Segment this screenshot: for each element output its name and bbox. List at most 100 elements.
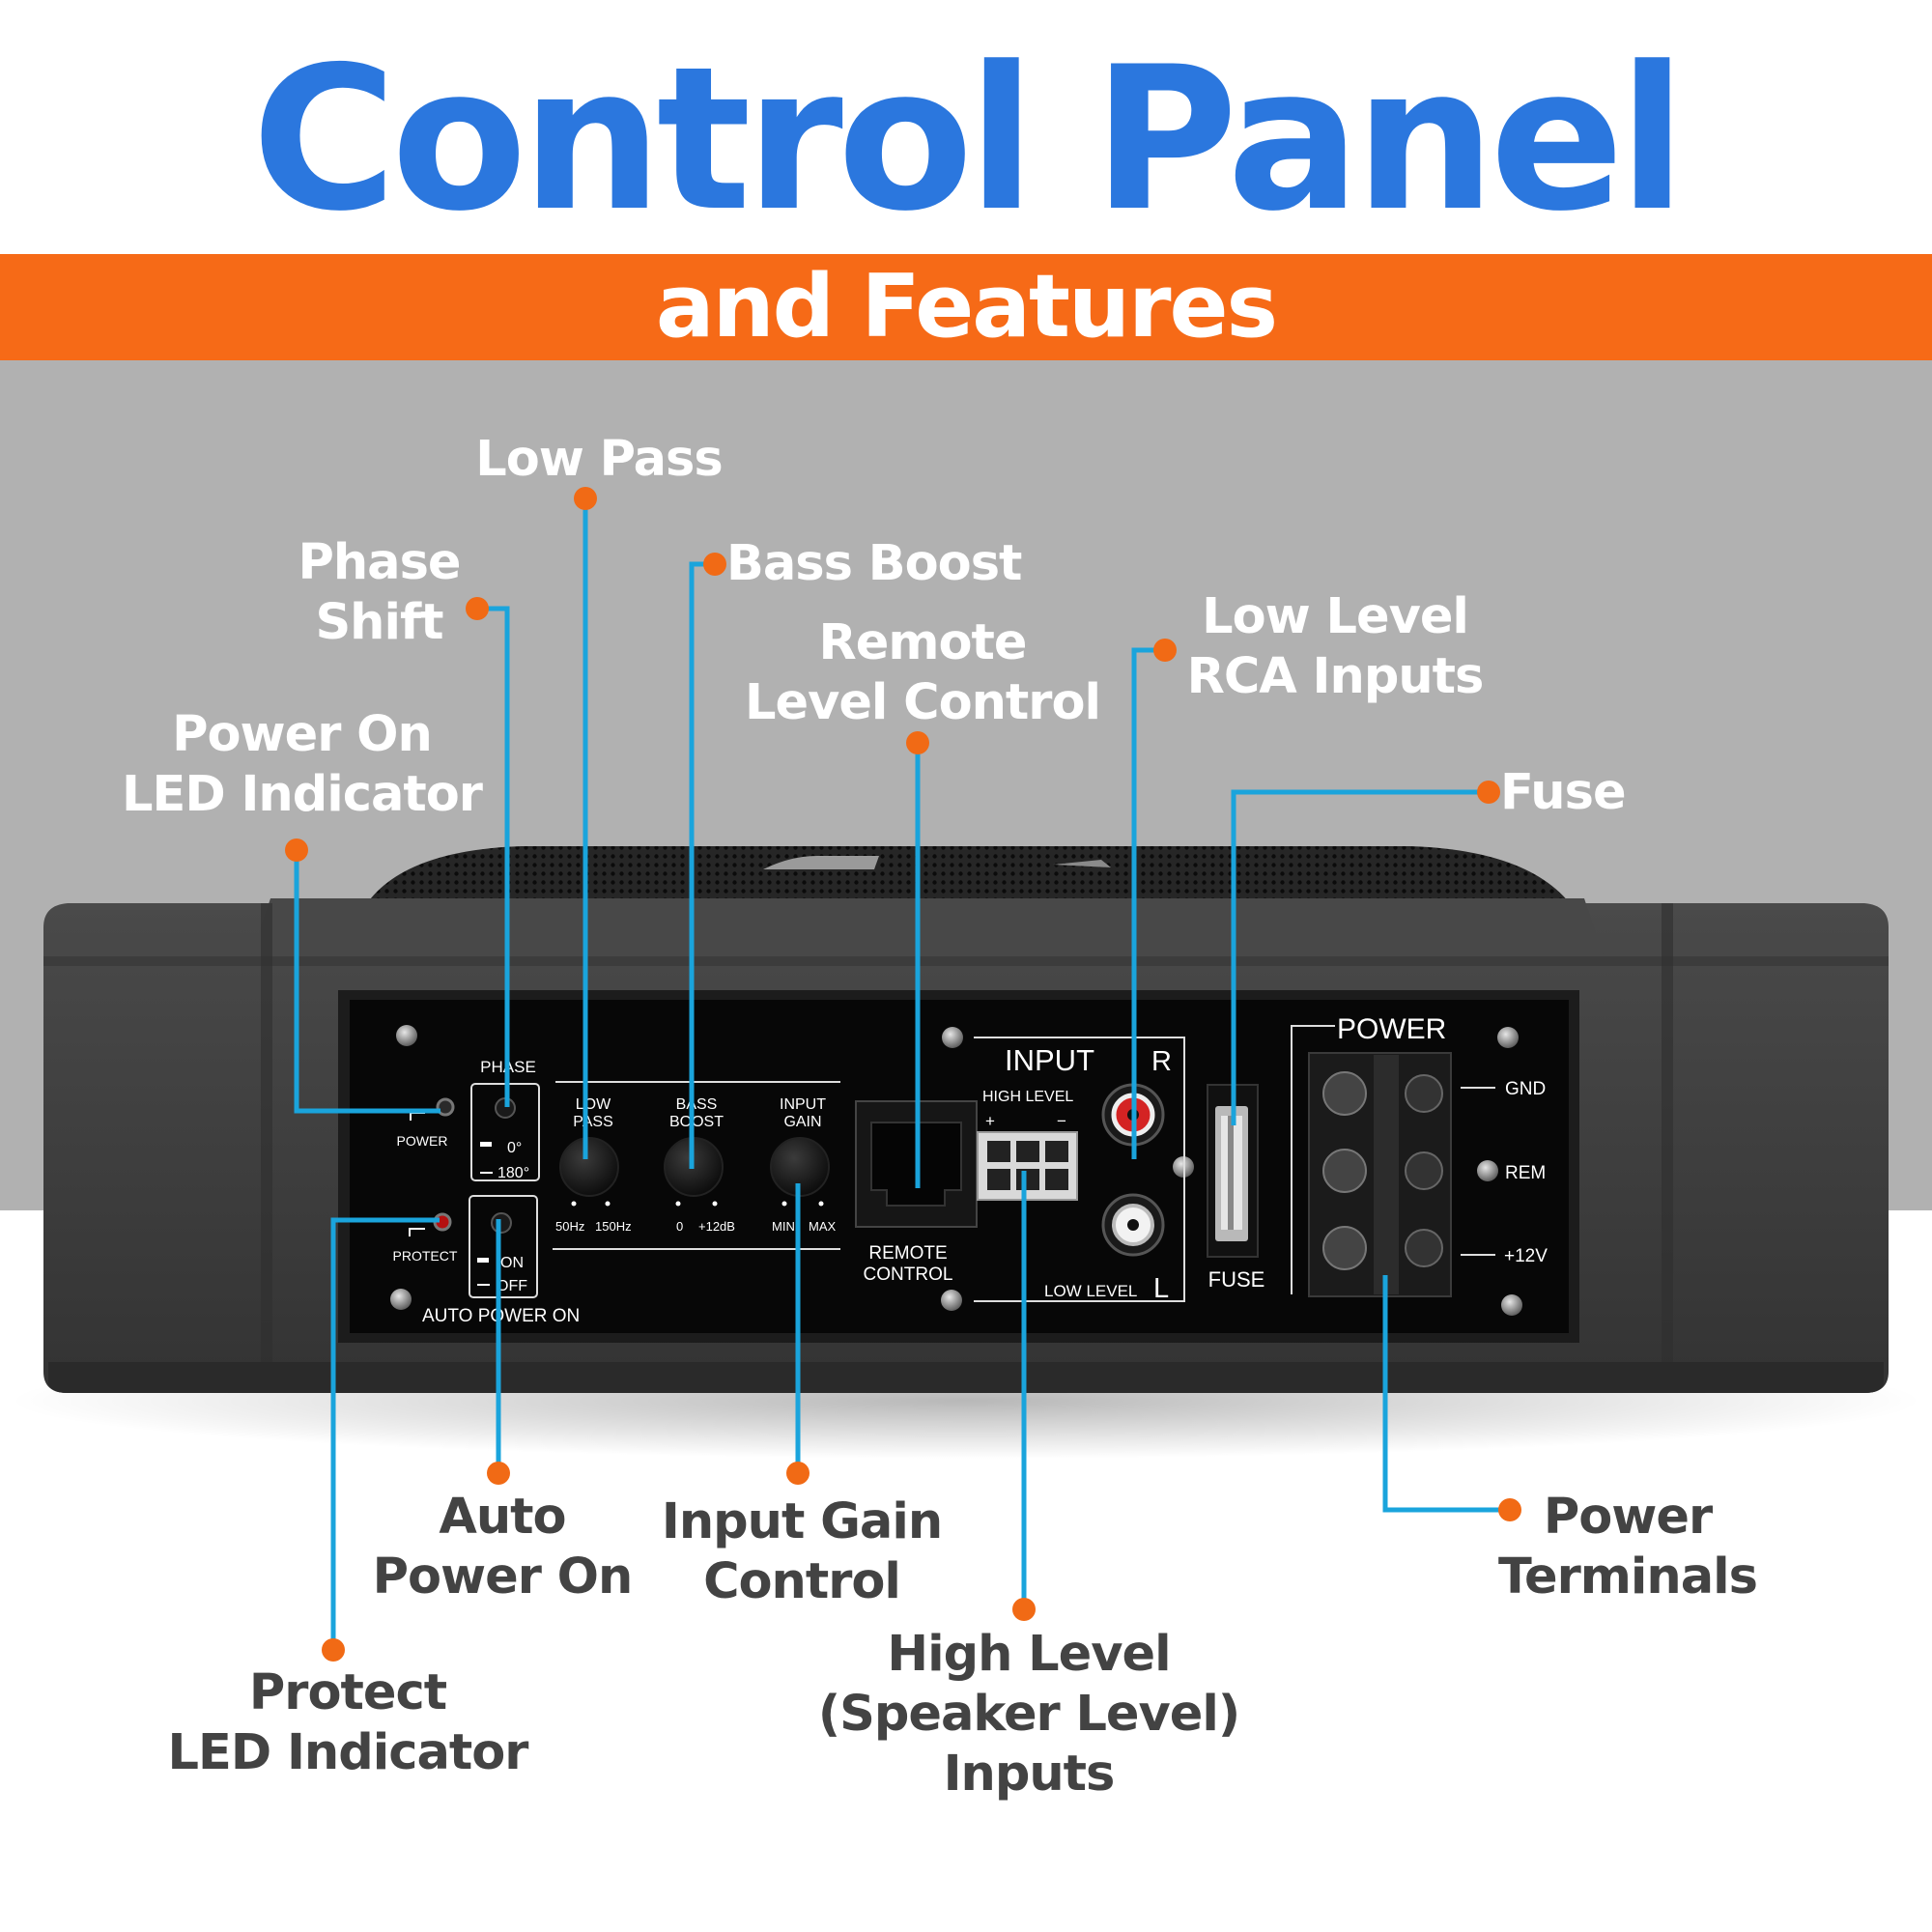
screw-icon xyxy=(1477,1160,1498,1181)
callout-low-pass: Low Pass xyxy=(464,430,734,490)
panel-input-gain-line2: GAIN xyxy=(783,1114,821,1130)
dot-protect-led xyxy=(322,1638,345,1662)
callout-remote-level: Remote Level Control xyxy=(739,613,1106,733)
callout-input-gain-line1: Input Gain xyxy=(661,1493,943,1550)
callout-fuse: Fuse xyxy=(1500,763,1645,823)
power-terminal-block[interactable] xyxy=(1308,1052,1452,1297)
panel-input-gain-min: MIN xyxy=(772,1219,795,1234)
page-title: Control Panel xyxy=(251,25,1686,255)
speaker-grille xyxy=(367,846,1570,903)
panel-power-led-label: POWER xyxy=(397,1133,448,1149)
callout-dots xyxy=(285,487,1521,1662)
panel-phase-180: 180° xyxy=(497,1165,529,1181)
leader-fuse xyxy=(1231,789,1489,1125)
panel-input-gain-max: MAX xyxy=(809,1219,837,1234)
callout-high-level-line1: High Level xyxy=(887,1626,1171,1683)
panel-input-gain-line1: INPUT xyxy=(780,1096,826,1113)
low-pass-knob[interactable] xyxy=(559,1137,619,1197)
callout-protect-led: Protect LED Indicator xyxy=(164,1663,531,1783)
leader-power-led xyxy=(294,850,440,1114)
panel-auto-power-on: AUTO POWER ON xyxy=(422,1306,580,1326)
callout-protect-led-line2: LED Indicator xyxy=(167,1724,529,1781)
rca-jack-left[interactable] xyxy=(1101,1193,1165,1257)
control-panel: POWER PROTECT PHASE 0° 180° ON OFF AUTO … xyxy=(338,990,1579,1343)
panel-low-pass-max: 150Hz xyxy=(595,1219,632,1234)
screw-icon xyxy=(942,1027,963,1048)
panel-high-level-label: HIGH LEVEL xyxy=(982,1089,1073,1105)
callout-high-level: High Level (Speaker Level) Inputs xyxy=(811,1625,1246,1804)
callout-power-terminals: Power Terminals xyxy=(1478,1488,1777,1607)
dot-input-gain xyxy=(786,1462,810,1485)
panel-power-label: POWER xyxy=(1337,1013,1446,1045)
callout-auto-power-line2: Power On xyxy=(372,1548,634,1605)
panel-auto-off: OFF xyxy=(497,1278,527,1294)
subtitle-band: and Features xyxy=(0,254,1932,360)
callout-power-led-line1: Power On xyxy=(172,706,433,763)
screw-icon xyxy=(1501,1294,1522,1316)
panel-12v-label: +12V xyxy=(1504,1246,1548,1266)
dot-rca-inputs xyxy=(1153,639,1177,662)
dot-power-led xyxy=(285,838,308,862)
auto-power-switch[interactable] xyxy=(469,1195,538,1298)
panel-phase-0: 0° xyxy=(507,1140,522,1156)
screw-icon xyxy=(1497,1027,1519,1048)
callout-phase-shift: Phase Shift xyxy=(261,533,497,653)
panel-plus: + xyxy=(985,1112,995,1130)
panel-low-level-label: LOW LEVEL xyxy=(1044,1282,1137,1300)
fuse-icon[interactable] xyxy=(1215,1106,1248,1241)
callout-bass-boost: Bass Boost xyxy=(726,534,1026,594)
panel-bass-boost-max: +12dB xyxy=(698,1219,735,1234)
callout-input-gain: Input Gain Control xyxy=(657,1492,947,1612)
panel-remote-line2: CONTROL xyxy=(864,1264,953,1285)
dot-bass-boost xyxy=(703,553,726,576)
panel-rca-l: L xyxy=(1153,1273,1169,1304)
callout-high-level-line2: (Speaker Level) xyxy=(817,1686,1240,1743)
callout-high-level-line3: Inputs xyxy=(943,1746,1116,1803)
panel-low-pass-line1: LOW xyxy=(576,1096,611,1113)
callout-phase-shift-line1: Phase xyxy=(298,534,461,591)
panel-auto-on: ON xyxy=(500,1255,524,1271)
callout-phase-shift-line2: Shift xyxy=(315,594,443,651)
leader-protect-led xyxy=(330,1217,440,1650)
panel-bass-boost-min: 0 xyxy=(676,1219,683,1234)
dot-fuse xyxy=(1477,781,1500,804)
callout-remote-level-line1: Remote xyxy=(818,614,1027,671)
power-led-icon xyxy=(436,1097,455,1117)
dot-auto-power xyxy=(487,1462,510,1485)
panel-protect-led-label: PROTECT xyxy=(393,1248,458,1264)
callout-input-gain-line2: Control xyxy=(703,1553,901,1610)
panel-remote-line1: REMOTE xyxy=(868,1243,947,1264)
screw-icon xyxy=(941,1290,962,1311)
callout-bass-boost-line1: Bass Boost xyxy=(726,535,1022,592)
callout-protect-led-line1: Protect xyxy=(248,1664,447,1721)
callout-power-terminals-line2: Terminals xyxy=(1498,1548,1758,1605)
dot-power-terminals xyxy=(1498,1498,1521,1521)
callout-fuse-line1: Fuse xyxy=(1500,764,1627,821)
panel-bass-boost-line1: BASS xyxy=(676,1096,718,1113)
high-level-connector[interactable] xyxy=(977,1131,1078,1201)
callout-auto-power: Auto Power On xyxy=(367,1488,638,1607)
callout-power-led-line2: LED Indicator xyxy=(122,766,483,823)
panel-minus: − xyxy=(1057,1112,1066,1130)
callout-power-terminals-line1: Power xyxy=(1543,1489,1713,1546)
callout-remote-level-line2: Level Control xyxy=(745,674,1101,731)
panel-gnd-label: GND xyxy=(1505,1079,1546,1099)
leader-power-terminals xyxy=(1382,1275,1510,1513)
callout-power-led: Power On LED Indicator xyxy=(121,705,483,825)
dot-high-level xyxy=(1012,1598,1036,1621)
callout-low-pass-line1: Low Pass xyxy=(475,431,724,488)
panel-bass-boost-line2: BOOST xyxy=(669,1114,724,1130)
panel-rca-r: R xyxy=(1151,1046,1172,1077)
screw-icon xyxy=(390,1289,412,1310)
panel-rem-label: REM xyxy=(1505,1163,1546,1183)
dot-low-pass xyxy=(574,487,597,510)
page-subtitle: and Features xyxy=(655,256,1278,357)
panel-fuse-label: FUSE xyxy=(1208,1267,1265,1292)
dot-phase-shift xyxy=(466,597,489,620)
screw-icon xyxy=(396,1025,417,1046)
panel-low-pass-min: 50Hz xyxy=(555,1219,584,1234)
callout-rca-line1: Low Level xyxy=(1202,588,1469,645)
callout-rca-inputs: Low Level RCA Inputs xyxy=(1180,587,1490,707)
